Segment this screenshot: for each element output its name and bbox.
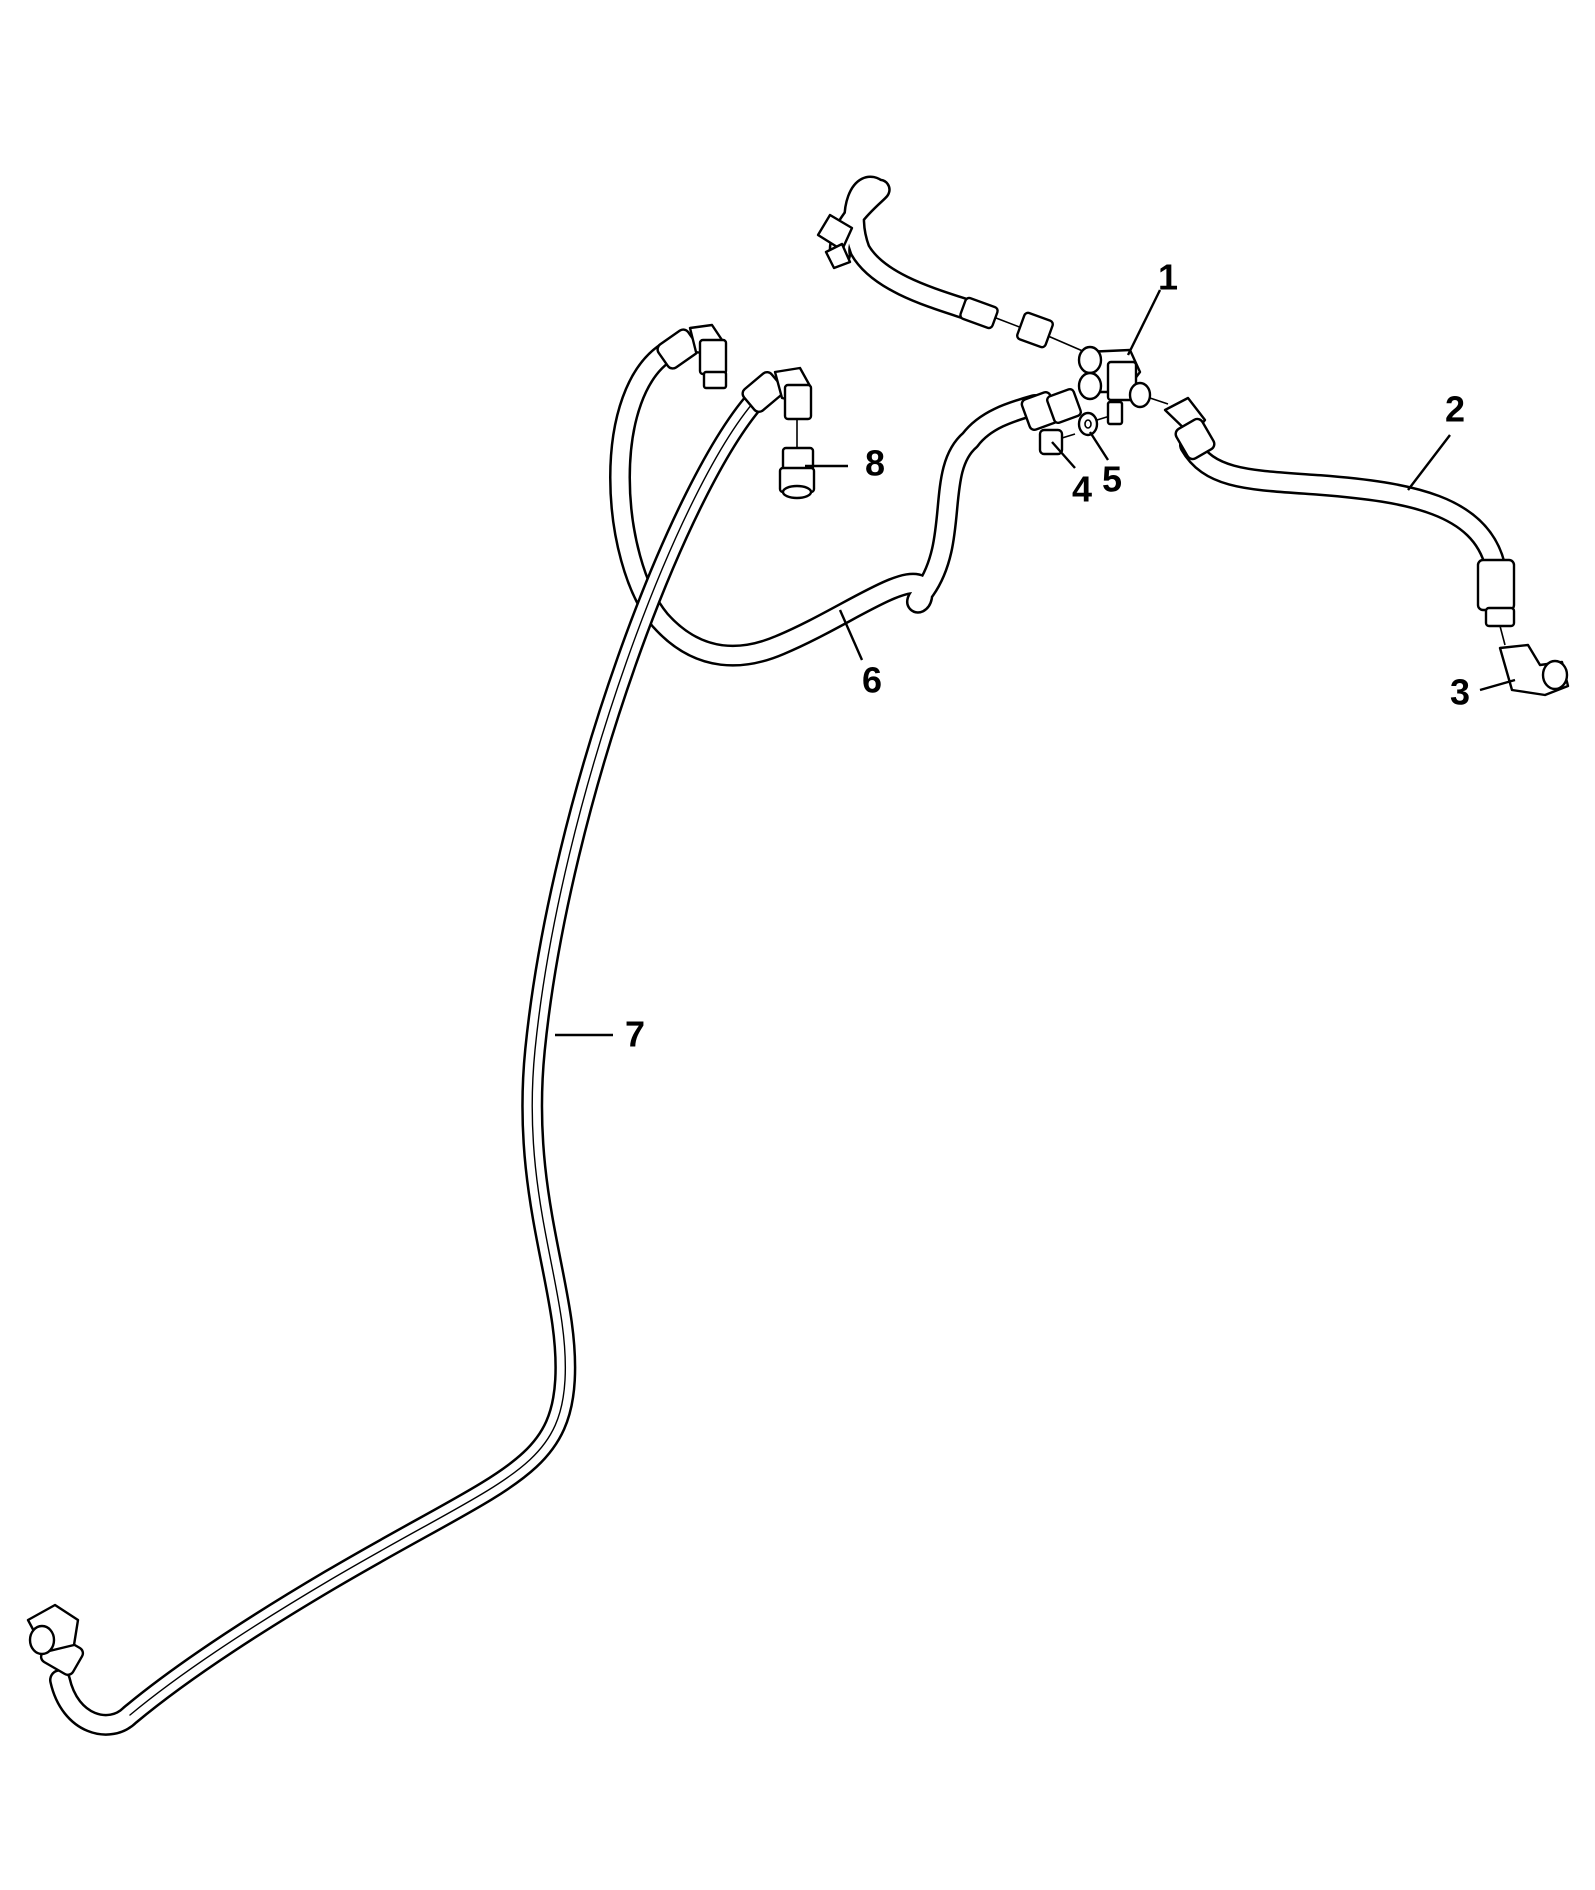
hose-item-7 [26, 366, 813, 1736]
callout-labels: 1 2 3 4 5 6 7 8 [625, 257, 1470, 1055]
hose-upper-inlet [816, 175, 1086, 353]
callout-3: 3 [1450, 672, 1470, 713]
callout-2: 2 [1445, 389, 1465, 430]
callout-4: 4 [1072, 469, 1092, 510]
elbow-fitting [1498, 625, 1570, 697]
callout-6: 6 [862, 660, 882, 701]
hose-end-fitting [816, 213, 854, 252]
hose-item-2 [1163, 396, 1516, 628]
straight-connector [778, 419, 816, 500]
swivel-nut [1016, 311, 1054, 349]
tee-fitting [1077, 345, 1169, 409]
leader-lines [555, 289, 1516, 1037]
callout-5: 5 [1102, 459, 1122, 500]
callout-7: 7 [625, 1014, 645, 1055]
washer [1077, 400, 1124, 437]
hose-item-6 [609, 323, 1083, 667]
bolt [1038, 428, 1076, 456]
callout-1: 1 [1158, 257, 1178, 298]
callout-8: 8 [865, 443, 885, 484]
